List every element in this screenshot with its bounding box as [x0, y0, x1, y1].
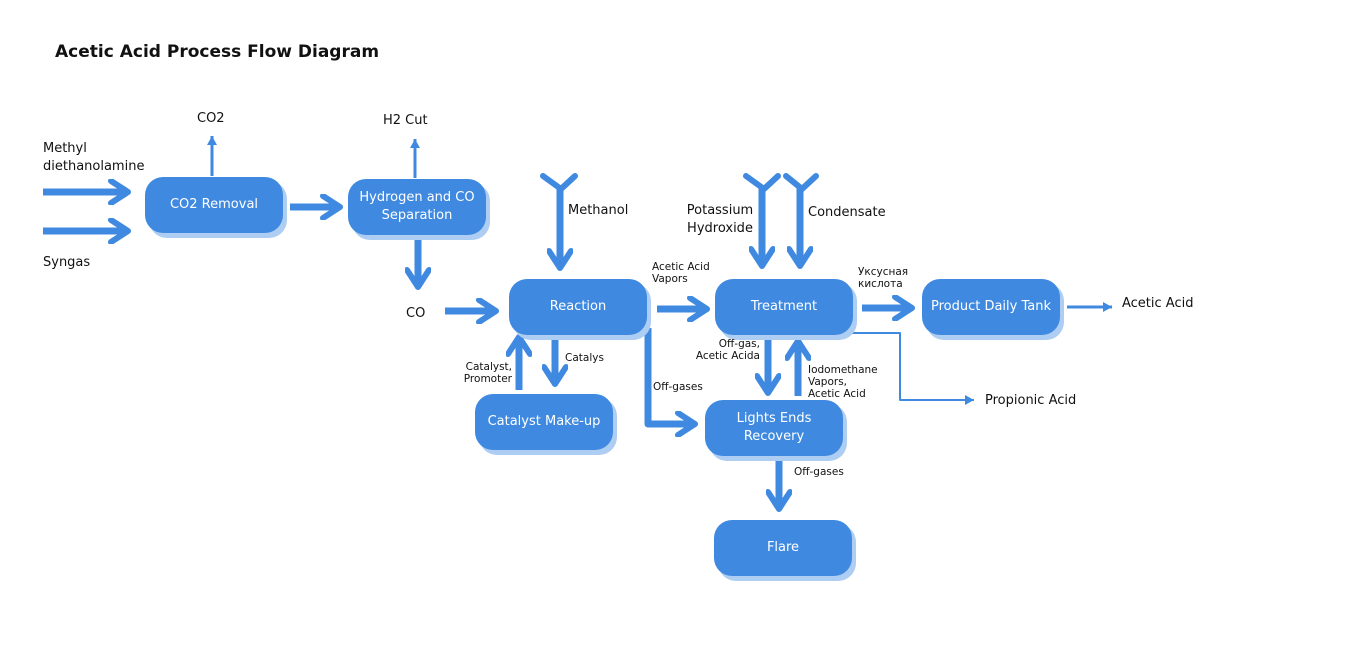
label-off-gases-flare: Off-gases	[794, 466, 844, 478]
label-propionic-acid: Propionic Acid	[985, 393, 1077, 408]
node-lights-ends-recovery: Lights Ends Recovery	[705, 400, 843, 456]
node-reaction: Reaction	[509, 279, 647, 335]
node-hydrogen-co-separation: Hydrogen and CO Separation	[348, 179, 486, 235]
node-treatment: Treatment	[715, 279, 853, 335]
label-h2-cut: H2 Cut	[383, 113, 428, 128]
label-co2: CO2	[197, 111, 225, 126]
label-co: CO	[406, 306, 426, 321]
node-flare: Flare	[714, 520, 852, 576]
node-product-daily-tank: Product Daily Tank	[922, 279, 1060, 335]
label-potassium-hydroxide: Potassium Hydroxide	[686, 203, 754, 236]
label-off-gases-reaction: Off-gases	[653, 381, 703, 393]
label-catalyst-promoter: Catalyst, Promoter	[463, 361, 512, 385]
arrow-treatment-to-propionic-acid	[845, 332, 974, 405]
node-catalyst-make-up: Catalyst Make-up	[475, 394, 613, 450]
label-off-gas-acetic-acida: Off-gas, Acetic Acida	[695, 338, 760, 362]
label-uksusnaya-kislota: Уксусная кислота	[858, 266, 909, 290]
label-syngas: Syngas	[43, 255, 91, 270]
label-iodomethane-vapors: Iodomethane Vapors, Acetic Acid	[808, 364, 878, 400]
label-acetic-acid: Acetic Acid	[1122, 296, 1194, 311]
label-methanol: Methanol	[568, 203, 629, 218]
arrow-reaction-offgas-to-lights-ends	[644, 328, 695, 424]
label-catalys: Catalys	[565, 352, 604, 364]
label-acetic-acid-vapors: Acetic Acid Vapors	[652, 261, 710, 285]
label-condensate: Condensate	[808, 205, 886, 220]
diagram-title: Acetic Acid Process Flow Diagram	[55, 42, 380, 62]
label-methyl-diethanolamine: Methyl diethanolamine	[43, 141, 145, 174]
node-co2-removal: CO2 Removal	[145, 177, 283, 233]
